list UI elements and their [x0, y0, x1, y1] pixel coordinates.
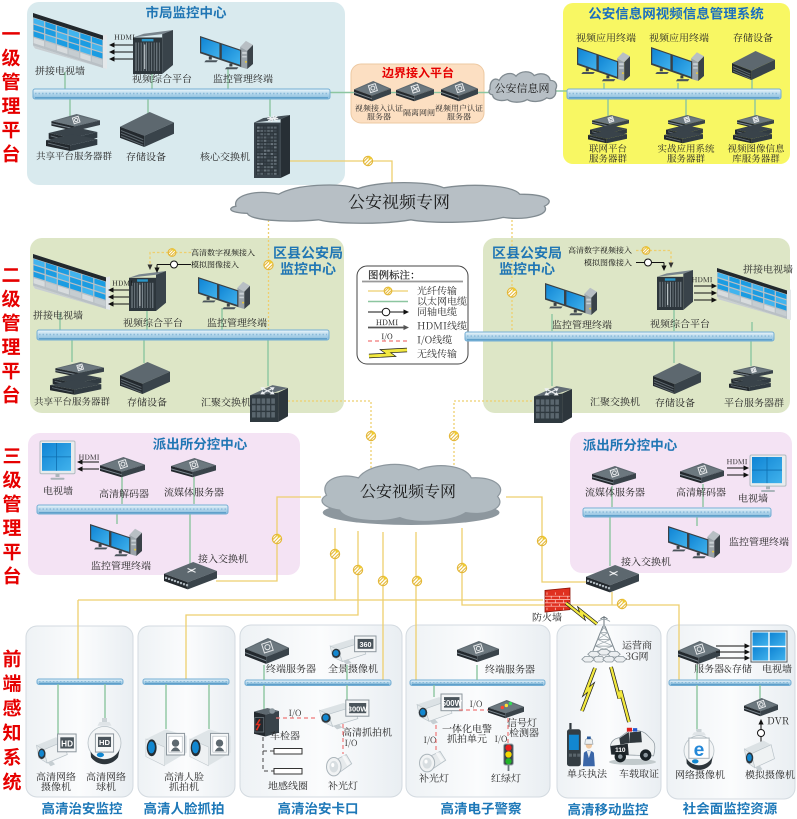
svg-text:500W: 500W [442, 699, 463, 708]
svg-text:110: 110 [615, 747, 626, 754]
svg-text:HD: HD [61, 740, 73, 749]
svg-text:360: 360 [360, 640, 372, 649]
svg-text:300W: 300W [348, 704, 369, 713]
svg-text:e: e [694, 740, 705, 761]
svg-text:HD: HD [99, 738, 110, 747]
